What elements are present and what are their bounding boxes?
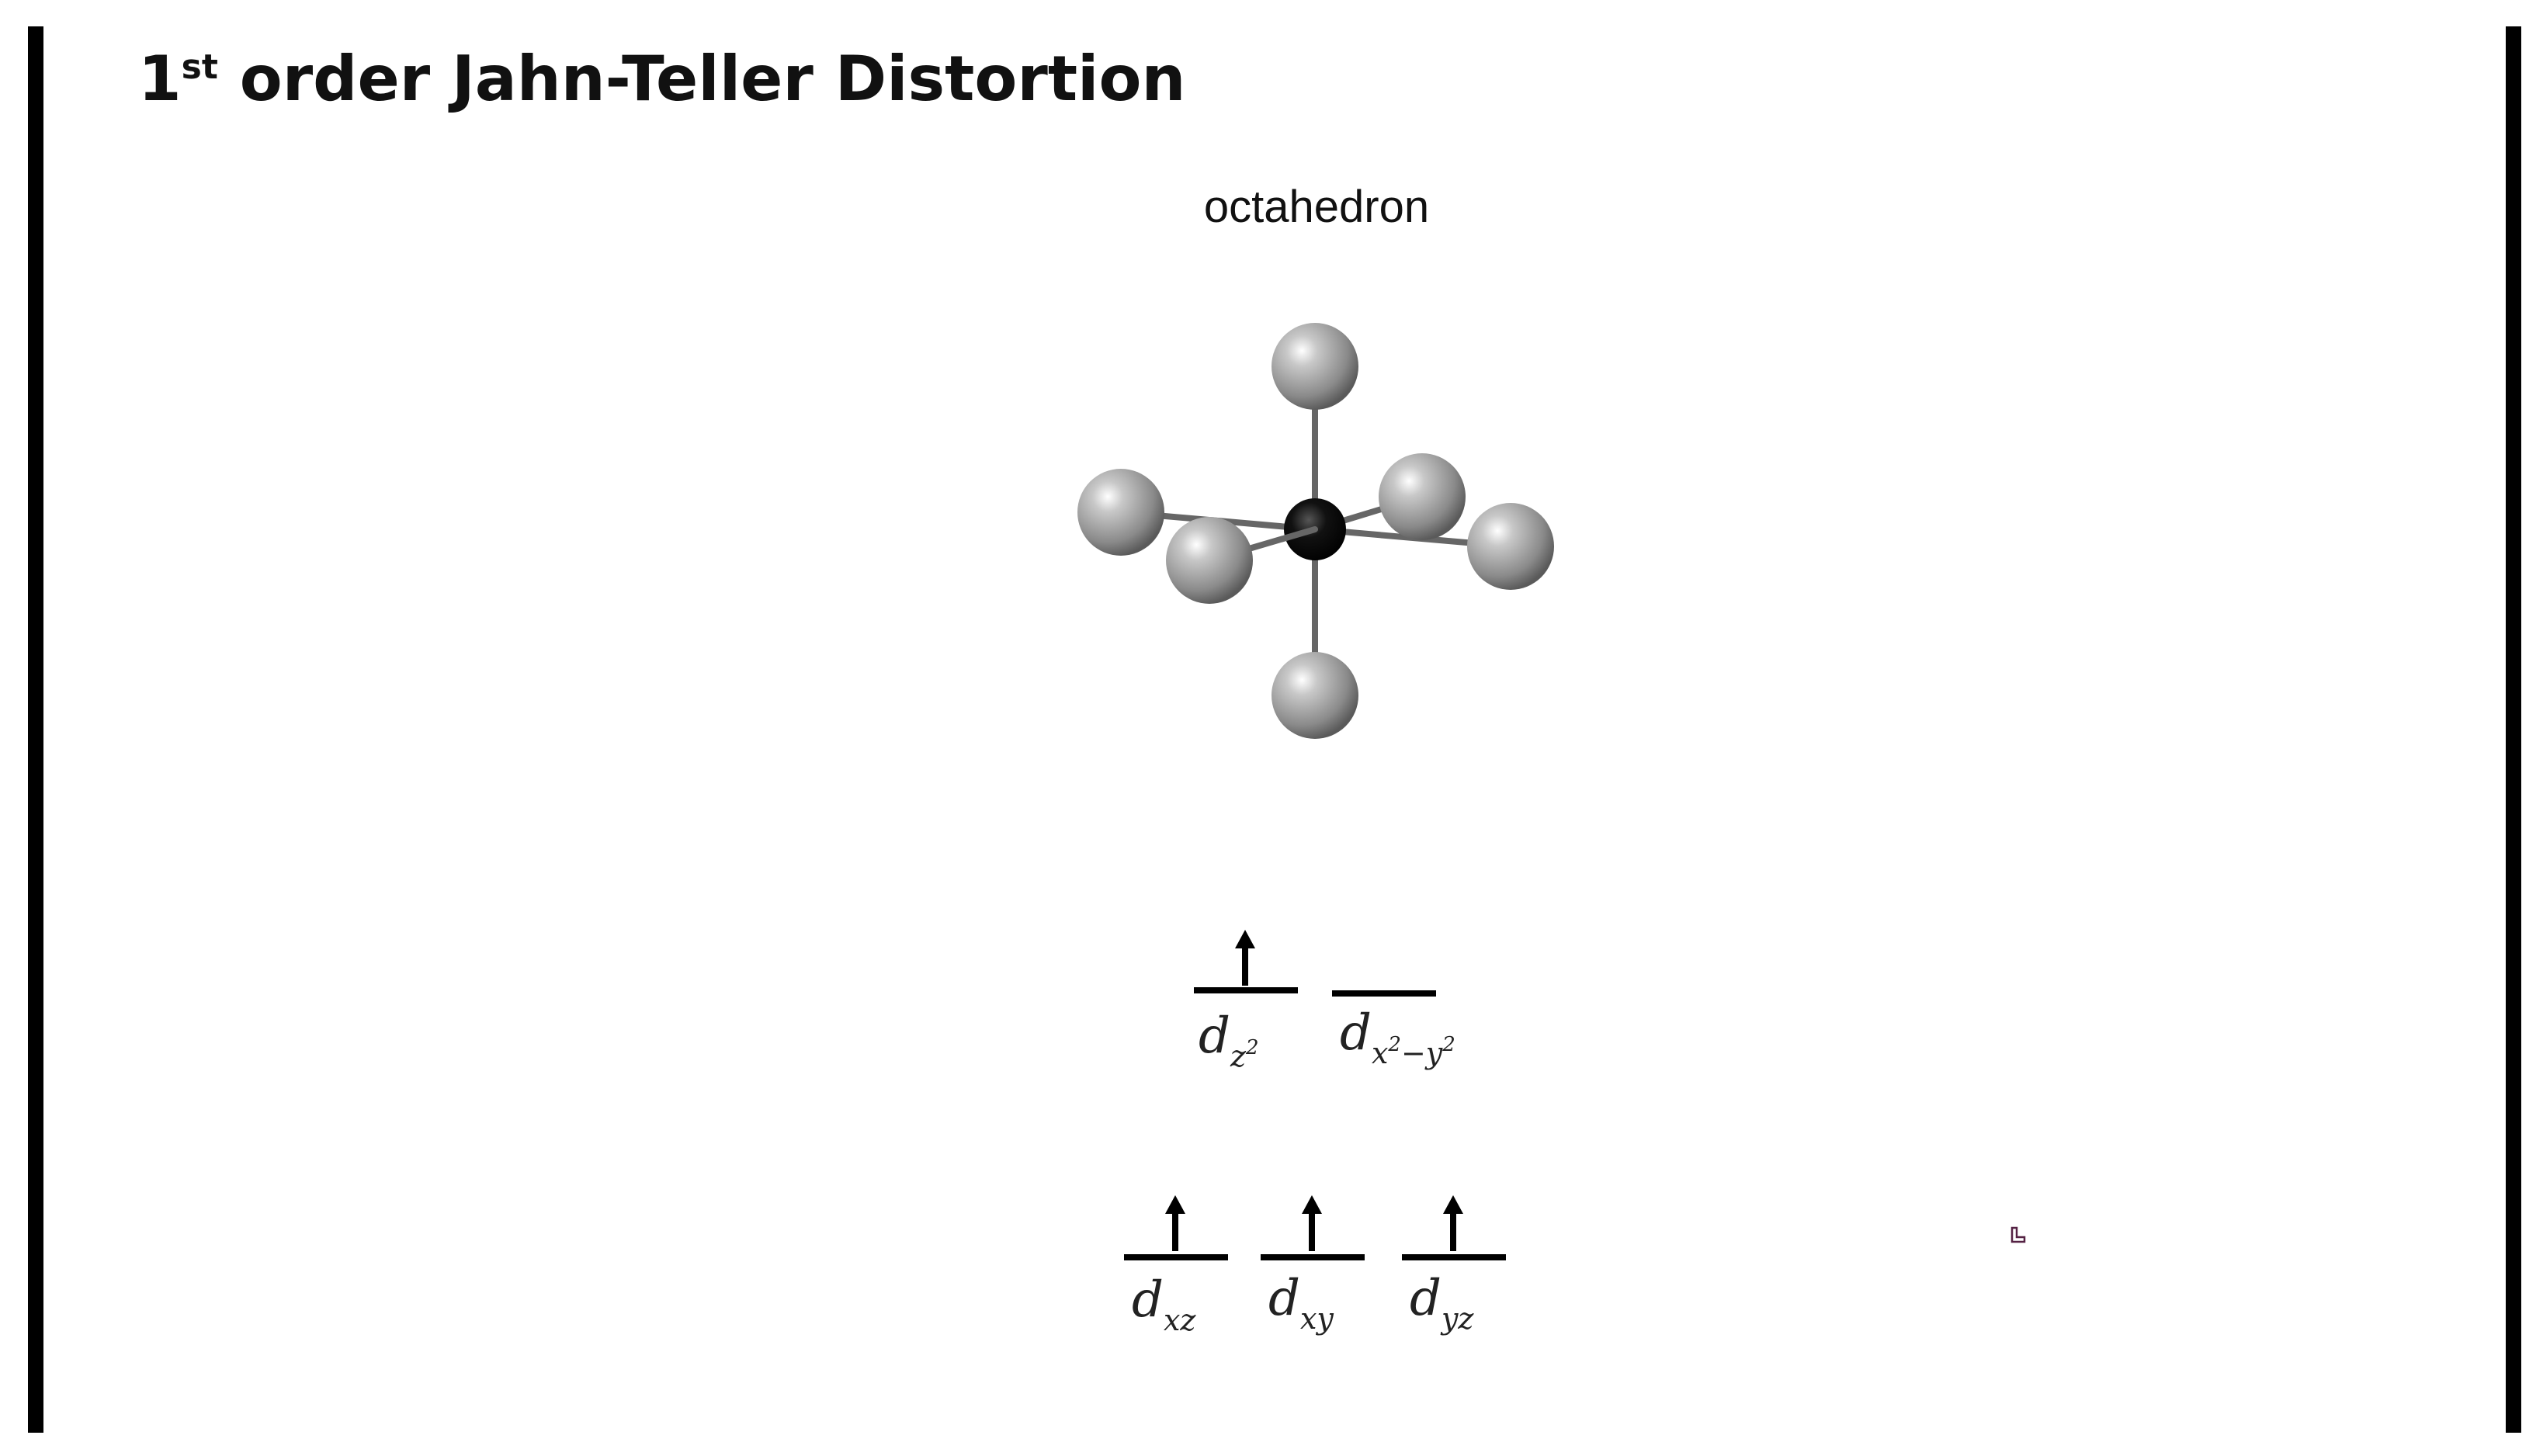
title-rest: order Jahn-Teller Distortion — [217, 43, 1186, 115]
orbital-level-dxy — [1261, 1254, 1365, 1260]
orbital-label-dz2: dz2 — [1199, 1007, 1259, 1073]
slide-border-right — [2506, 26, 2521, 1433]
pointer-cursor-icon — [2010, 1226, 2026, 1243]
orbital-label-dxy: dxy — [1268, 1270, 1334, 1336]
ligand-right — [1467, 503, 1554, 590]
orbital-level-dyz — [1402, 1254, 1506, 1260]
electron-up-arrow-icon — [1165, 1195, 1185, 1251]
shape-label-text: octahedron — [1203, 182, 1430, 232]
orbital-level-dz2 — [1194, 987, 1298, 993]
electron-up-arrow-icon — [1302, 1195, 1322, 1251]
electron-up-arrow-icon — [1443, 1195, 1463, 1251]
orbital-label-dx2-y2: dx2−y2 — [1340, 1004, 1455, 1070]
electron-up-arrow-icon — [1235, 930, 1255, 986]
orbital-level-dxz — [1124, 1254, 1228, 1260]
orbital-label-dxz: dxz — [1132, 1271, 1196, 1337]
ligand-front — [1166, 517, 1253, 604]
page-title: 1st order Jahn-Teller Distortion — [138, 40, 1185, 128]
orbital-level-dx2-y2 — [1332, 990, 1436, 997]
ligand-left — [1077, 469, 1164, 556]
slide-border-left — [28, 26, 43, 1433]
ligand-top — [1272, 323, 1358, 410]
ligand-bottom — [1272, 652, 1358, 739]
title-prefix: 1 — [138, 43, 182, 115]
ligand-back — [1379, 453, 1466, 540]
orbital-label-dyz: dyz — [1410, 1270, 1474, 1336]
title-superscript: st — [181, 47, 218, 87]
